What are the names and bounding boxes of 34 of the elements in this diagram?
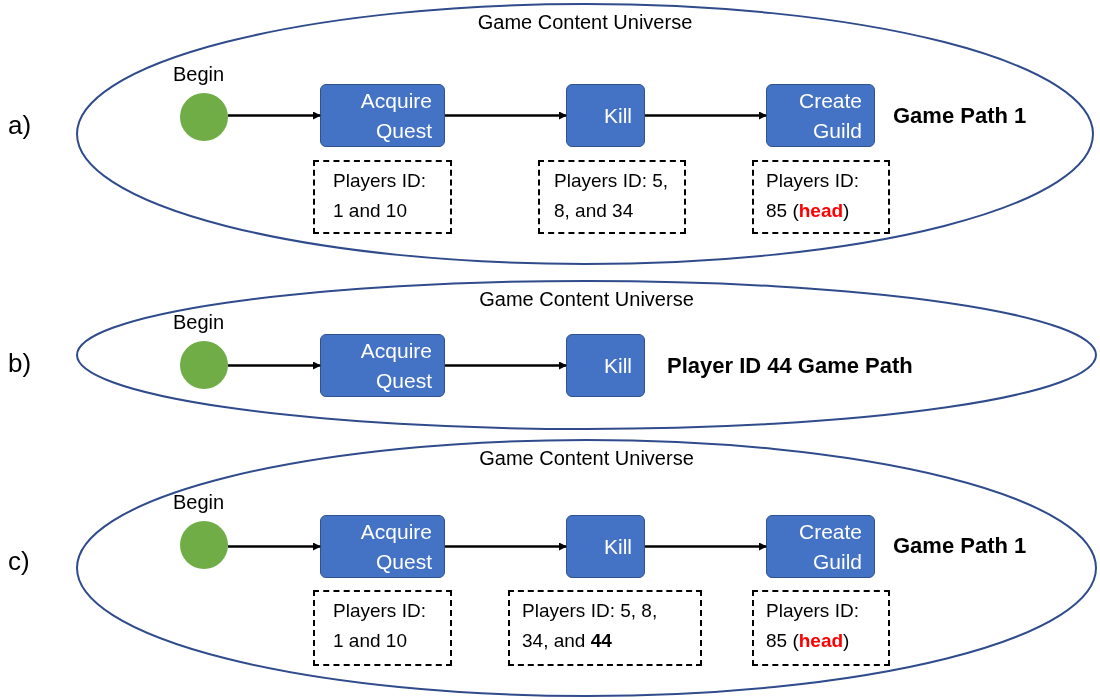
- player-id-note: Players ID: 85 (head): [752, 590, 890, 666]
- task-box: Kill: [566, 515, 645, 578]
- player-id-note: Players ID: 5, 8, and 34: [538, 160, 686, 234]
- task-box: Kill: [566, 334, 645, 397]
- task-box: Create Guild: [766, 515, 875, 578]
- task-box: Create Guild: [766, 84, 875, 147]
- arrow: [445, 542, 567, 551]
- panel-label: c): [8, 548, 30, 574]
- arrow: [445, 111, 567, 120]
- path-title: Game Path 1: [893, 535, 1027, 557]
- task-box: Acquire Quest: [320, 84, 445, 147]
- universe-title: Game Content Universe: [478, 289, 695, 309]
- start-caption: Begin: [173, 64, 225, 84]
- arrow: [445, 361, 567, 370]
- task-box: Acquire Quest: [320, 334, 445, 397]
- path-title: Game Path 1: [893, 105, 1027, 127]
- universe-title: Game Content Universe: [476, 12, 694, 32]
- player-id-note: Players ID: 1 and 10: [313, 590, 452, 666]
- path-title: Player ID 44 Game Path: [667, 355, 913, 377]
- start-caption: Begin: [173, 312, 225, 332]
- arrow: [645, 542, 767, 551]
- panel-label: b): [8, 350, 32, 376]
- player-id-note: Players ID: 85 (head): [752, 160, 890, 234]
- arrow: [228, 542, 321, 551]
- arrow: [228, 111, 321, 120]
- arrow: [645, 111, 767, 120]
- task-box: Kill: [566, 84, 645, 147]
- panel-label: a): [8, 112, 32, 138]
- player-id-note: Players ID: 1 and 10: [313, 160, 452, 234]
- arrow: [228, 361, 321, 370]
- task-box: Acquire Quest: [320, 515, 445, 578]
- start-caption: Begin: [173, 492, 225, 512]
- player-id-note: Players ID: 5, 8, 34, and 44: [508, 590, 702, 666]
- universe-title: Game Content Universe: [478, 448, 695, 468]
